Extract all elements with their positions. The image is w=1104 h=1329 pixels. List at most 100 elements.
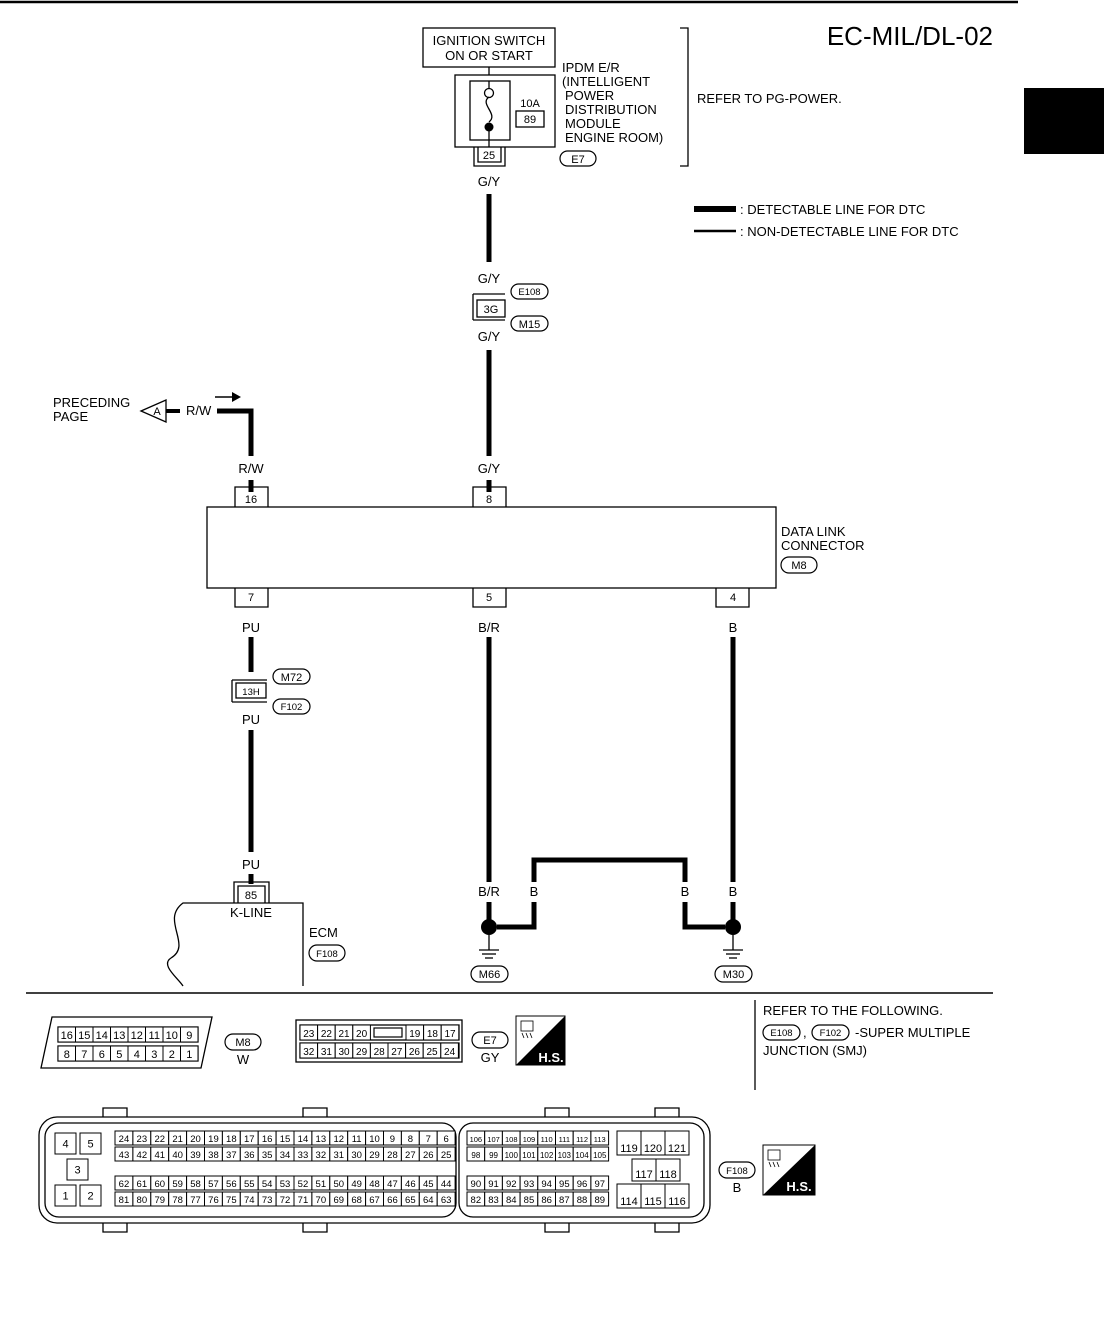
pin-label: 66: [387, 1195, 398, 1206]
hs-label-e7: H.S.: [538, 1050, 563, 1065]
pin-label: 111: [559, 1135, 570, 1144]
connector-m15-tag: M15: [510, 315, 549, 332]
pin-label: 85: [524, 1195, 535, 1206]
pin-label: 14: [96, 1030, 108, 1042]
pin-label: 51: [316, 1179, 327, 1190]
pin-label: 42: [137, 1150, 148, 1161]
pin-label: 40: [172, 1150, 183, 1161]
pin-cell: [655, 1158, 681, 1182]
pin-label: 63: [441, 1195, 452, 1206]
pin-label: 13: [316, 1134, 327, 1145]
pin-label: 41: [154, 1150, 165, 1161]
pin-label: 105: [593, 1151, 607, 1160]
pin-label: 76: [208, 1195, 219, 1206]
dlc-name-2: CONNECTOR: [781, 538, 865, 553]
pin-label: 116: [668, 1196, 686, 1208]
ground-m30-tag: M30: [714, 965, 753, 983]
hs-icon-f108: H.S.: [762, 1144, 816, 1196]
pin-label: 52: [298, 1179, 309, 1190]
pin-label: 1: [186, 1049, 192, 1061]
pin-label: 94: [541, 1179, 552, 1190]
pin-label: 110: [541, 1135, 553, 1144]
pin-label: 54: [262, 1179, 273, 1190]
pin-label: 21: [172, 1134, 183, 1145]
pin-label: 61: [137, 1179, 148, 1190]
connector-m8-view-tag: M8 W: [224, 1033, 262, 1067]
pin-label: 113: [594, 1135, 606, 1144]
junction-13h-connector-bottom: F102: [281, 702, 303, 713]
pin-cell: [440, 1042, 459, 1059]
wire-b-link: [497, 902, 537, 930]
section-tab: [1024, 88, 1104, 154]
ecm-signal: K-LINE: [230, 905, 272, 920]
connector-e7-view-tag: E7 GY: [471, 1031, 509, 1065]
pin-cell: [590, 1191, 610, 1207]
pin-label: 13: [113, 1030, 125, 1042]
ipdm-label-1: IPDM E/R: [562, 60, 620, 75]
connector-m72-tag: M72: [272, 668, 311, 685]
fuse-rating: 10A: [520, 98, 540, 110]
pin-cell: [180, 1045, 199, 1062]
pin-label: 68: [351, 1195, 362, 1206]
pin-label: 27: [391, 1047, 403, 1058]
pin-label: 43: [119, 1150, 130, 1161]
wire-color-gy-1: G/Y: [478, 174, 501, 189]
junction-3g-terminal: 3G: [484, 304, 499, 316]
pin-label: 25: [441, 1150, 452, 1161]
connector-m8-tag: M8: [780, 556, 818, 574]
legend-detectable: : DETECTABLE LINE FOR DTC: [740, 202, 925, 217]
pin-cell: [664, 1183, 690, 1209]
fuse-number: 89: [524, 114, 536, 126]
pin-label: 78: [172, 1195, 183, 1206]
pin-label: 18: [226, 1134, 237, 1145]
pin-label: 27: [405, 1150, 416, 1161]
pin-label: 8: [408, 1134, 413, 1145]
pin-label: 30: [338, 1047, 350, 1058]
pin-label: 86: [541, 1195, 552, 1206]
pin-label: 20: [356, 1029, 368, 1040]
refer-sep: ,: [803, 1025, 807, 1040]
pin-label: 57: [208, 1179, 219, 1190]
pin-label: 81: [119, 1195, 130, 1206]
pin-label: 106: [470, 1135, 483, 1144]
dlc-terminal-4: 4: [730, 592, 736, 604]
ipdm-reference: REFER TO PG-POWER.: [697, 91, 842, 106]
pin-label: 23: [303, 1029, 315, 1040]
wire-color-rw-2: R/W: [238, 461, 264, 476]
pin-label: 119: [620, 1143, 638, 1155]
pin-cell: [590, 1130, 610, 1146]
ipdm-connector-id: E7: [571, 154, 584, 166]
junction-3g: 3G: [472, 293, 506, 321]
pin-label: 21: [338, 1029, 350, 1040]
pin-label: 103: [558, 1151, 572, 1160]
pin-cell: [664, 1130, 690, 1156]
pin-label: 120: [644, 1143, 662, 1155]
pin-label: 23: [137, 1134, 148, 1145]
wire-color-pu-1: PU: [242, 620, 260, 635]
pin-cell: [640, 1130, 666, 1156]
dlc-terminal-16: 16: [245, 494, 257, 506]
pin-label: 7: [81, 1049, 87, 1061]
pin-label: 19: [208, 1134, 219, 1145]
ground-m66: M66: [479, 969, 500, 981]
pin-cell: [79, 1132, 102, 1155]
ipdm-terminal: 25: [483, 150, 495, 162]
pin-label: 17: [244, 1134, 255, 1145]
pin-label: 15: [78, 1030, 90, 1042]
pin-label: 19: [409, 1029, 421, 1040]
pin-label: 8: [64, 1049, 70, 1061]
pin-label: 37: [226, 1150, 237, 1161]
pin-label: 3: [74, 1164, 80, 1176]
splice-m30: [725, 919, 741, 935]
pin-label: 89: [594, 1195, 605, 1206]
pin-label: 6: [99, 1049, 105, 1061]
pin-label: 72: [280, 1195, 291, 1206]
pin-label: 24: [119, 1134, 130, 1145]
connector-e7-tag: E7: [559, 150, 597, 167]
wire-color-b-1: B: [530, 884, 539, 899]
pin-label: 28: [387, 1150, 398, 1161]
pin-label: 34: [280, 1150, 291, 1161]
pin-label: 17: [444, 1029, 456, 1040]
pin-label: 9: [186, 1030, 192, 1042]
